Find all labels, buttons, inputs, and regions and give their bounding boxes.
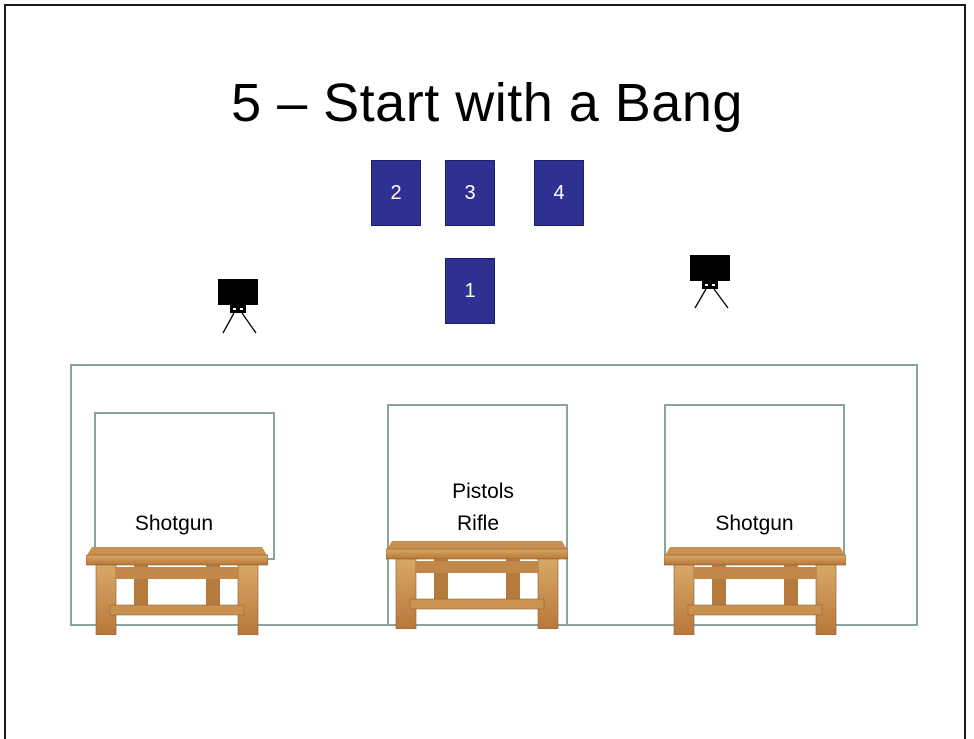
target-3: 3 (445, 160, 495, 226)
wooden-table-right-icon (664, 543, 846, 635)
target-1: 1 (445, 258, 495, 324)
station-left-box (94, 412, 275, 560)
station-right-label: Shotgun (664, 512, 845, 536)
target-2: 2 (371, 160, 421, 226)
station-right-box (664, 404, 845, 560)
steel-target-left-icon (214, 279, 262, 335)
target-4: 4 (534, 160, 584, 226)
station-center-label-2: Rifle (398, 512, 558, 536)
station-center-label-1: Pistols (398, 480, 568, 504)
slide-title: 5 – Start with a Bang (0, 72, 974, 134)
station-left-label: Shotgun (94, 512, 254, 536)
wooden-table-left-icon (86, 543, 268, 635)
steel-target-right-icon (686, 255, 734, 311)
wooden-table-center-icon (386, 537, 568, 629)
